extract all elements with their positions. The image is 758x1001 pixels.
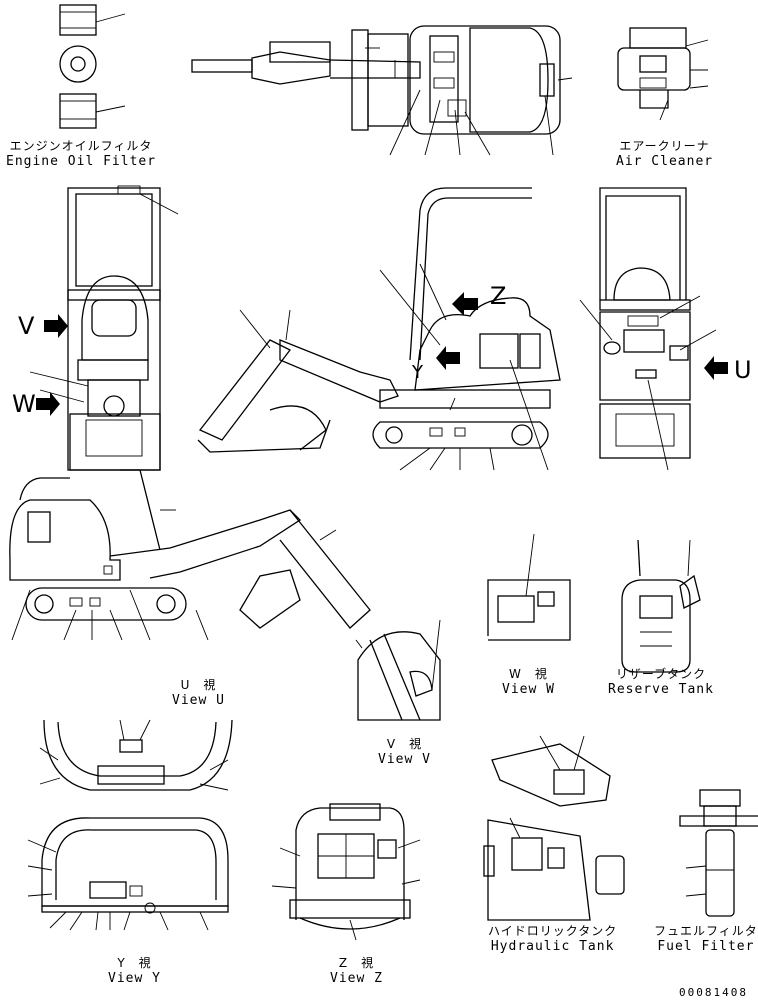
front-view-drawing [29,185,179,471]
label-view-z: Z 視 View Z [330,956,383,986]
view-w-drawing [487,533,571,641]
label-hydraulic-tank: ハイドロリックタンク Hydraulic Tank [488,924,618,954]
side-view-left-drawing [9,469,371,641]
view-z-drawing [271,803,421,941]
top-view-drawing [191,25,573,156]
label-view-w: W 視 View W [502,667,555,697]
arrow-y-icon [436,346,460,370]
rear-view-drawing [579,187,717,471]
view-marker-v: V [18,312,35,340]
fuel-filter-drawing [679,789,758,917]
view-u-drawing [39,719,233,791]
reserve-tank-drawing [621,539,701,673]
label-reserve-tank: リザーブタンク Reserve Tank [608,667,714,697]
view-marker-u: U [734,356,752,384]
label-engine-oil-filter: エンジンオイルフィルタ Engine Oil Filter [6,139,157,169]
side-view-drawing [197,187,561,471]
view-marker-y: Y [412,362,423,383]
label-air-cleaner: エアークリーナ Air Cleaner [616,139,714,169]
air-cleaner-drawing [617,27,709,121]
view-y-drawing [27,817,229,931]
arrow-u-icon [704,356,728,380]
arrow-w-icon [36,392,60,416]
view-marker-w: W [12,390,36,418]
label-view-y: Y 視 View Y [108,956,161,986]
view-v-drawing [355,619,441,721]
arrow-v-icon [44,314,68,338]
view-marker-z: Z [490,282,507,310]
label-fuel-filter: フュエルフィルタ Fuel Filter [654,924,758,954]
arrow-z-icon [452,292,478,316]
hydraulic-tank-drawing [483,735,625,921]
label-view-v: V 視 View V [378,737,431,767]
label-view-u: U 視 View U [172,678,225,708]
engine-oil-filter-drawing [59,4,126,129]
drawing-code: 00081408 [679,986,748,999]
